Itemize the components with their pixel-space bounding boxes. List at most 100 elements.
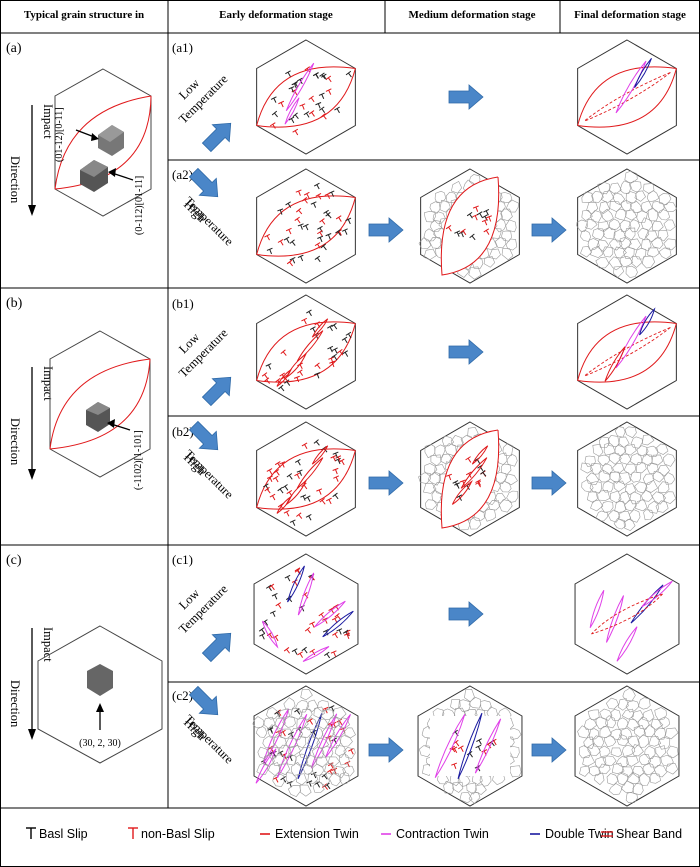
lens-boundary <box>256 321 356 381</box>
double-twin <box>322 610 354 638</box>
lens-boundary <box>256 448 356 508</box>
legend-label: Extension Twin <box>275 827 359 841</box>
contraction-twin <box>615 60 647 114</box>
basal-slip <box>284 574 291 582</box>
panel-row-5 <box>252 685 680 807</box>
non-basal-slip <box>314 362 321 369</box>
non-basal-slip <box>328 356 335 364</box>
non-basal-slip <box>280 349 287 356</box>
grain-mesh <box>576 170 678 278</box>
non-basal-slip <box>460 228 467 236</box>
contraction-twin <box>615 315 647 369</box>
lens-boundary <box>256 195 356 255</box>
basal-slip <box>331 322 338 330</box>
medium-hexagon <box>417 685 523 807</box>
row-label-c: (c) <box>6 553 22 568</box>
basal-slip <box>336 628 343 635</box>
non-basal-slip <box>278 100 285 108</box>
final-hexagon <box>574 553 680 675</box>
basal-slip <box>313 182 320 190</box>
non-basal-slip <box>269 493 276 501</box>
basal-slip <box>289 519 296 526</box>
basal-slip <box>324 651 331 659</box>
non-basal-slip <box>457 745 464 752</box>
contraction-twin <box>641 580 673 608</box>
impact-direction-b: Impact Direction <box>8 366 55 480</box>
load-arrow <box>201 632 232 663</box>
basal-slip <box>328 190 335 197</box>
non-basal-slip <box>325 75 332 83</box>
contraction-twin <box>589 589 605 629</box>
grain-structure-b: (-1102)[1-101] <box>49 330 151 490</box>
lens-boundary <box>577 66 677 126</box>
svg-text:Direction: Direction <box>8 156 22 204</box>
extension-twin <box>604 346 626 382</box>
contraction-twin <box>255 748 277 784</box>
sub-label-a1: (a1) <box>172 40 193 55</box>
shear-band <box>583 327 671 377</box>
basal-slip <box>327 345 334 353</box>
shear-band <box>591 593 663 635</box>
basal-slip <box>325 233 332 240</box>
basal-slip <box>313 72 319 79</box>
basal-slip <box>335 457 341 465</box>
non-basal-slip <box>295 189 302 196</box>
basal-slip <box>321 773 328 780</box>
contraction-twin <box>284 97 300 125</box>
non-basal-slip <box>332 631 338 639</box>
legend-item-shear-band: Shear Band <box>601 827 682 841</box>
legend-item-double-twin: Double Twin <box>530 827 614 841</box>
non-basal-slip <box>301 197 308 204</box>
extension-twin <box>311 445 329 465</box>
contraction-twin <box>276 714 308 778</box>
stage-arrow <box>368 470 404 496</box>
basal-slip <box>345 331 352 339</box>
panel-row-1 <box>256 168 678 284</box>
non-basal-slip <box>326 497 332 505</box>
medium-hexagon <box>420 421 520 537</box>
svg-text:Impact: Impact <box>41 104 55 139</box>
basal-slip <box>277 208 284 215</box>
legend-item-extension-twin: Extension Twin <box>260 827 359 841</box>
basal-slip <box>265 584 272 592</box>
lens-boundary <box>577 68 677 128</box>
double-twin <box>457 712 483 780</box>
basal-slip <box>292 112 299 119</box>
basal-slip <box>328 705 335 712</box>
basal-slip <box>286 473 293 480</box>
non-basal-slip <box>315 192 322 200</box>
non-basal-slip <box>272 475 279 483</box>
basal-slip <box>266 247 273 255</box>
basal-slip <box>289 239 296 246</box>
svg-text:(0-112)[01-11]: (0-112)[01-11] <box>134 176 145 235</box>
extension-twin <box>451 480 473 505</box>
extension-twin <box>460 457 488 489</box>
svg-text:Temperature: Temperature <box>182 194 237 249</box>
stage-arrow <box>368 217 404 243</box>
contraction-twin <box>310 713 338 769</box>
non-basal-slip <box>283 509 290 517</box>
load-arrow <box>201 376 232 407</box>
early-hexagon <box>256 421 356 537</box>
panel-row-0 <box>256 39 677 155</box>
basal-slip <box>469 233 476 241</box>
basal-slip <box>332 347 338 354</box>
basal-slip <box>317 235 324 243</box>
basal-slip <box>282 484 289 491</box>
basal-slip <box>480 470 487 477</box>
basal-slip <box>300 494 307 501</box>
basal-slip <box>294 458 301 466</box>
basal-slip <box>334 106 340 114</box>
basal-slip <box>271 110 278 118</box>
non-basal-slip <box>296 512 303 519</box>
panel-row-2 <box>256 294 677 410</box>
basal-slip <box>294 708 301 715</box>
non-basal-slip <box>485 215 492 222</box>
non-basal-slip <box>297 651 304 658</box>
non-basal-slip <box>324 192 331 199</box>
load-arrow <box>188 685 219 716</box>
lens-boundary <box>256 197 356 257</box>
double-twin <box>287 565 305 603</box>
non-basal-slip <box>316 488 323 495</box>
